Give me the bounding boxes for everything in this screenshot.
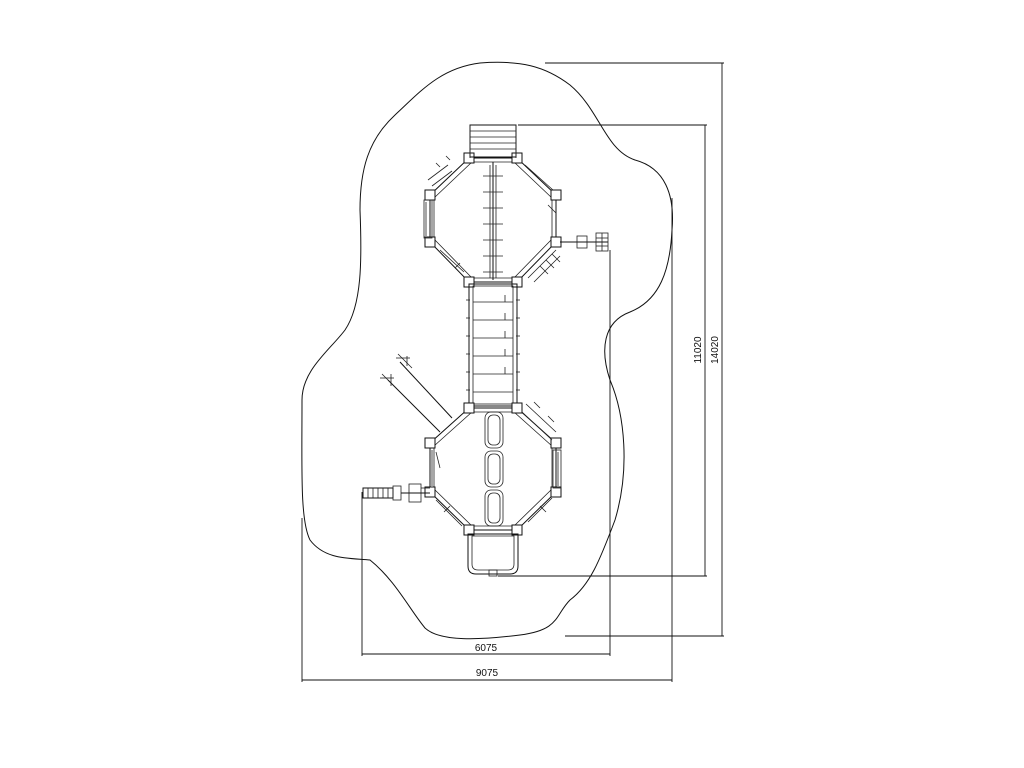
bottom-slide bbox=[467, 533, 519, 577]
inner-width-label: 6075 bbox=[475, 643, 498, 654]
bottom-right-rails bbox=[521, 401, 557, 523]
bottom-octagon-tower bbox=[424, 402, 562, 536]
dimension-outer-width: 9075 bbox=[301, 198, 673, 682]
top-octagon-tower bbox=[423, 152, 562, 288]
dimension-inner-width: 6075 bbox=[361, 250, 611, 656]
right-spinner-panel bbox=[560, 232, 609, 252]
inner-height-label: 11020 bbox=[693, 336, 704, 364]
left-climbing-arm bbox=[380, 353, 453, 433]
top-staircase bbox=[469, 124, 517, 158]
top-left-rails bbox=[427, 155, 465, 273]
dimension-outer-height: 14020 bbox=[545, 62, 724, 637]
top-right-rails bbox=[524, 164, 561, 283]
outer-width-label: 9075 bbox=[476, 668, 499, 679]
connecting-bridge bbox=[466, 283, 520, 407]
left-entry-steps bbox=[362, 483, 430, 503]
outer-height-label: 14020 bbox=[710, 336, 721, 364]
bottom-left-rails bbox=[435, 499, 463, 527]
dimension-inner-height: 11020 bbox=[498, 124, 707, 577]
